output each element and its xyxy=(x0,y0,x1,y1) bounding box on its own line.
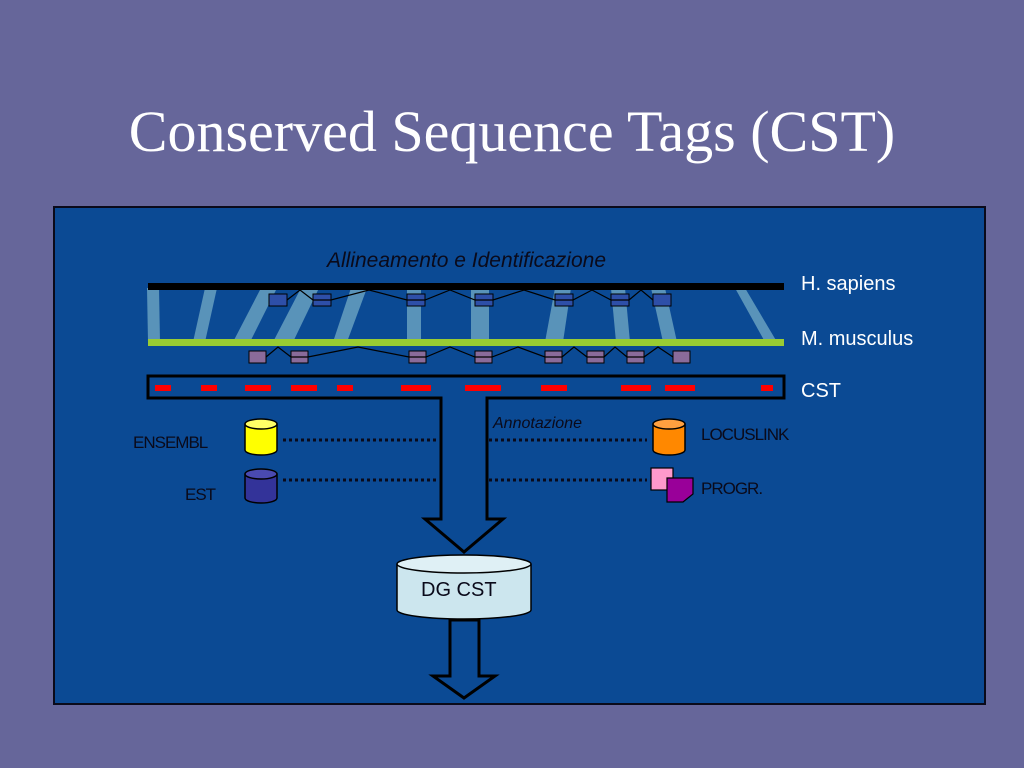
cst-label: CST xyxy=(801,380,841,402)
cst-tags xyxy=(155,385,773,391)
alignment-bands xyxy=(147,288,777,342)
annotation-label: Annotazione xyxy=(493,415,582,432)
output-db-label: DG CST xyxy=(421,579,497,601)
dotted-connectors xyxy=(283,438,647,482)
human-genome-line xyxy=(148,283,784,290)
cst-funnel-arrow xyxy=(146,374,786,554)
mouse-genome-line xyxy=(148,339,784,346)
mouse-exons xyxy=(248,350,691,364)
est-label: EST xyxy=(185,485,216,504)
ensembl-database-icon xyxy=(244,418,278,456)
human-introns xyxy=(286,289,654,301)
mouse-label: M. musculus xyxy=(801,328,914,350)
output-arrow xyxy=(428,618,500,700)
progr-label: PROGR. xyxy=(701,479,763,498)
diagram-header: Allineamento e Identificazione xyxy=(327,249,607,272)
locuslink-label: LOCUSLINK xyxy=(701,425,789,444)
progr-documents-icon xyxy=(650,467,694,503)
est-database-icon xyxy=(244,468,278,504)
dg-cst-database-icon xyxy=(396,554,532,620)
mouse-introns xyxy=(265,346,674,358)
diagram-graphics xyxy=(146,283,786,700)
slide-title: Conserved Sequence Tags (CST) xyxy=(128,99,896,164)
human-label: H. sapiens xyxy=(801,273,896,295)
locuslink-database-icon xyxy=(652,418,686,456)
ensembl-label: ENSEMBL xyxy=(133,433,208,452)
diagram-panel: Allineamento e Identificazione H. sapien… xyxy=(53,206,986,705)
